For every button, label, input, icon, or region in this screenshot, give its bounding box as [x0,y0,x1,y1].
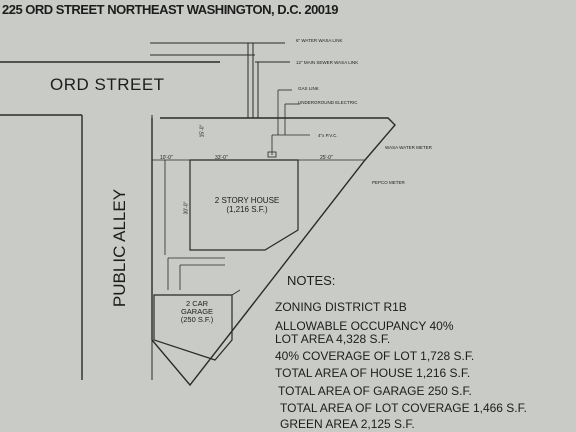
garage-setback-line [231,289,241,296]
garage-footprint [153,294,233,361]
dimension-label: 30'-0" [183,201,190,215]
water-meter-label: WASA WATER METER [385,145,432,150]
note-lot-area: LOT AREA 4,328 S.F. [275,332,391,346]
meter-box [267,151,277,158]
sewer-line-label: 12" MAIN SEWER WASA LINK [296,60,359,65]
note-zoning: ZONING DISTRICT R1B [275,300,407,314]
garage-label-line2: GARAGE [180,307,214,316]
dimension-label: 10'-0" [160,155,173,161]
house-label-line2: (1,216 S.F.) [226,205,268,214]
gas-line-label: GAS LINK [298,86,319,91]
water-line-label: 6" WATER WASA LINK [296,38,343,43]
pvc-label: 4"x P.V.C. [318,133,338,138]
garage-label-line3: (250 S.F.) [180,315,214,324]
page-title: 225 ORD STREET NORTHEAST WASHINGTON, D.C… [2,2,339,17]
electric-label: UNDERGROUND ELECTRIC [298,100,358,105]
note-coverage: 40% COVERAGE OF LOT 1,728 S.F. [275,349,475,363]
note-house-area: TOTAL AREA OF HOUSE 1,216 S.F. [275,366,471,380]
alley-label: PUBLIC ALLEY [110,188,129,308]
garage-label-line1: 2 CAR [185,299,209,308]
note-green-area: GREEN AREA 2,125 S.F. [280,417,415,431]
street-label: ORD STREET [50,75,165,94]
house-label: 2 STORY HOUSE (1,216 S.F.) [197,196,297,214]
note-lot-coverage: TOTAL AREA OF LOT COVERAGE 1,466 S.F. [280,401,527,415]
house-footprint [189,159,299,251]
dimension-label: 25'-0" [320,155,333,161]
notes-heading: NOTES: [287,273,336,288]
dimension-label: 33'-0" [215,155,228,161]
garage-label: 2 CAR GARAGE (250 S.F.) [172,300,222,324]
pepco-meter-label: PEPCO METER [372,180,405,185]
note-garage-area: TOTAL AREA OF GARAGE 250 S.F. [278,384,472,398]
note-occupancy: ALLOWABLE OCCUPANCY 40% [275,319,454,333]
house-label-line1: 2 STORY HOUSE [214,196,280,205]
dimension-label: 15'-0" [199,124,206,138]
